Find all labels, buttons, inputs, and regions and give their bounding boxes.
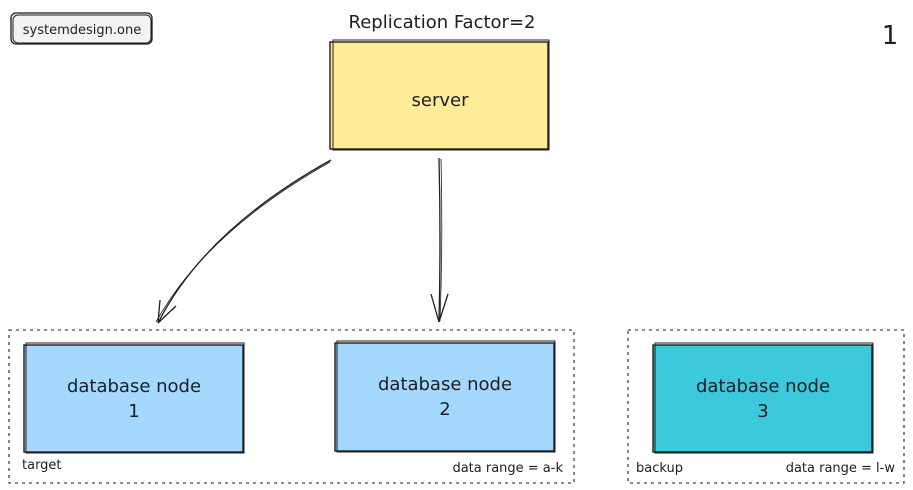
brand-badge-text: systemdesign.one xyxy=(23,23,141,38)
database-node-3-label: database node xyxy=(696,376,830,397)
database-node-1-label: database node xyxy=(67,376,201,397)
backup-group-label: backup xyxy=(636,461,683,476)
brand-badge: systemdesign.one xyxy=(10,12,153,45)
arrow-server-to-node-1 xyxy=(155,159,332,324)
diagram-title: Replication Factor=2 xyxy=(349,12,536,33)
database-node-2-label: database node xyxy=(378,374,512,395)
database-node-1: database node 1 xyxy=(23,342,245,454)
target-group-range: data range = a-k xyxy=(452,461,563,476)
target-group: target data range = a-k xyxy=(8,329,575,484)
arrow-server-to-node-2 xyxy=(430,157,449,323)
server-box: server xyxy=(329,39,550,151)
database-node-3-number: 3 xyxy=(757,401,768,422)
database-node-2: database node 2 xyxy=(334,340,556,453)
database-node-1-number: 1 xyxy=(128,401,139,422)
target-group-label: target xyxy=(22,458,62,473)
server-label: server xyxy=(412,90,470,111)
backup-group-range: data range = l-w xyxy=(786,461,896,476)
backup-group: backup data range = l-w xyxy=(627,329,905,484)
database-node-2-number: 2 xyxy=(439,399,450,420)
database-node-3: database node 3 xyxy=(652,342,874,454)
page-number: 1 xyxy=(882,21,899,51)
